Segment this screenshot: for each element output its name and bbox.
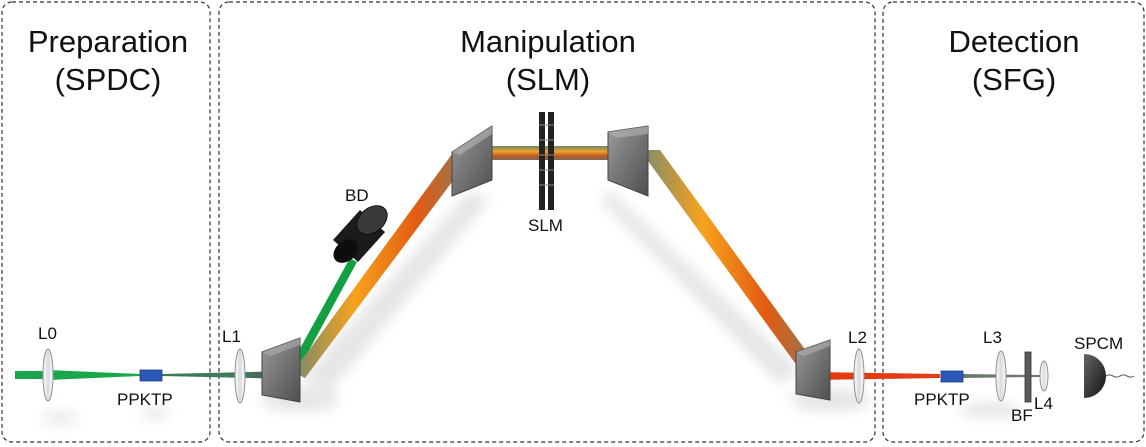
lens-icon bbox=[995, 350, 1007, 402]
pump-beam-input bbox=[15, 371, 48, 379]
label-l2: L2 bbox=[848, 328, 867, 347]
prism-icon bbox=[261, 337, 301, 403]
label-bf: BF bbox=[1011, 406, 1033, 425]
crystal-icon bbox=[139, 369, 163, 382]
prism-icon bbox=[607, 125, 649, 197]
manipulation-title: Manipulation bbox=[460, 24, 636, 59]
detection-title: Detection bbox=[949, 24, 1080, 59]
lens-icon bbox=[234, 348, 246, 404]
pump-beam-out bbox=[162, 372, 250, 378]
lens-icon bbox=[853, 348, 865, 404]
upconverted-beam-in bbox=[815, 372, 940, 380]
label-l0: L0 bbox=[38, 324, 57, 343]
label-slm: SLM bbox=[528, 216, 563, 235]
label-spcm: SPCM bbox=[1074, 334, 1123, 353]
detection-subtitle: (SFG) bbox=[972, 62, 1056, 97]
label-bd: BD bbox=[345, 186, 369, 205]
lens-icon bbox=[42, 348, 54, 402]
detector-icon bbox=[1084, 354, 1135, 398]
beam-dump-icon bbox=[333, 205, 388, 263]
manipulation-subtitle: (SLM) bbox=[506, 62, 590, 97]
label-ppktp-prep: PPKTP bbox=[117, 390, 173, 409]
detection-panel bbox=[882, 1, 1145, 443]
label-l4: L4 bbox=[1034, 394, 1053, 413]
green-beam-to-bd bbox=[287, 258, 357, 376]
slm-icon bbox=[539, 112, 554, 210]
manipulation-panel bbox=[218, 1, 876, 443]
prism-icon bbox=[451, 125, 493, 197]
label-l3: L3 bbox=[983, 328, 1002, 347]
preparation-subtitle: (SPDC) bbox=[55, 62, 162, 97]
filter-icon bbox=[1024, 351, 1032, 403]
pump-beam-focus bbox=[48, 370, 140, 380]
label-l1: L1 bbox=[222, 327, 241, 346]
preparation-panel bbox=[1, 1, 211, 443]
preparation-title: Preparation bbox=[28, 24, 188, 59]
prism-icon bbox=[795, 339, 831, 401]
lens-icon bbox=[1039, 360, 1049, 392]
broadband-beam-down bbox=[640, 150, 820, 378]
crystal-icon bbox=[940, 370, 964, 383]
label-ppktp-det: PPKTP bbox=[914, 390, 970, 409]
broadband-beam-up bbox=[293, 150, 470, 378]
